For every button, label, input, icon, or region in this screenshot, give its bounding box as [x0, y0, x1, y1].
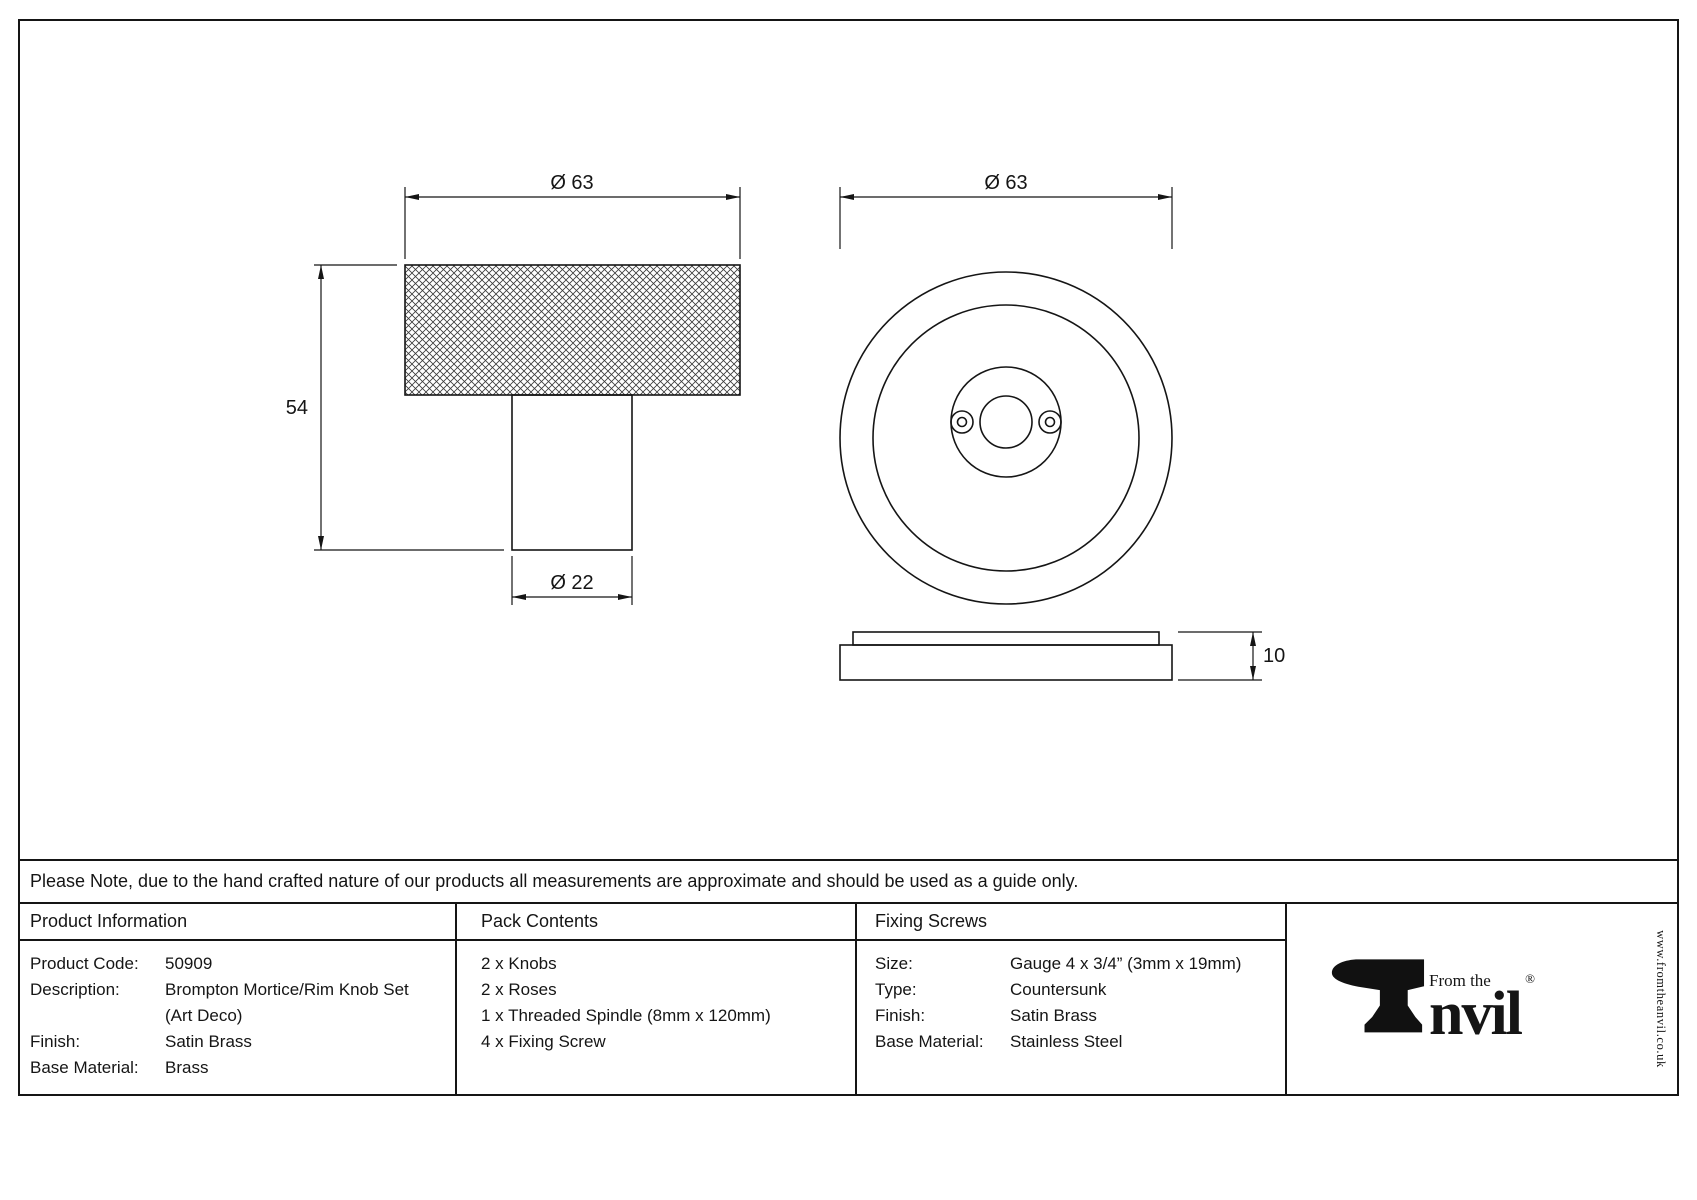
spec-table: Product Information Product Code:50909 D…: [20, 904, 1677, 1094]
product-information-column: Product Information Product Code:50909 D…: [20, 904, 457, 1094]
description-row: Description:Brompton Mortice/Rim Knob Se…: [30, 980, 409, 999]
pack-item: 1 x Threaded Spindle (8mm x 120mm): [481, 1006, 771, 1025]
knob-diameter-label: Ø 63: [550, 172, 593, 194]
screw-type-row: Type:Countersunk: [875, 980, 1107, 999]
rose-front-view: [839, 271, 1173, 605]
logo-brand-text: nvil: [1429, 980, 1523, 1049]
rose-screw-hole-right: [1038, 410, 1062, 434]
product-information-header: Product Information: [20, 904, 455, 941]
pack-contents-column: Pack Contents 2 x Knobs 2 x Roses 1 x Th…: [457, 904, 857, 1094]
brand-logo: From the ® nvil: [1329, 946, 1535, 1049]
pack-item: 2 x Knobs: [481, 954, 557, 973]
knob-side-view: [404, 264, 741, 551]
knob-height-dimension: [314, 264, 504, 551]
drawing-area: Ø 63 54 Ø 22: [20, 21, 1677, 861]
knob-diameter-dimension: [404, 187, 741, 259]
rose-screw-hole-left: [950, 410, 974, 434]
anvil-icon: [1331, 959, 1425, 1033]
spec-sheet: Ø 63 54 Ø 22: [18, 19, 1679, 1096]
base-material-row: Base Material:Brass: [30, 1058, 209, 1077]
product-code-row: Product Code:50909: [30, 954, 213, 973]
rose-side-view: [839, 631, 1173, 681]
rose-side-base: [839, 644, 1173, 681]
screw-base-material-row: Base Material:Stainless Steel: [875, 1032, 1123, 1051]
finish-row: Finish:Satin Brass: [30, 1032, 252, 1051]
website-url: www.fromtheanvil.co.uk: [1654, 930, 1668, 1068]
screw-finish-row: Finish:Satin Brass: [875, 1006, 1097, 1025]
knob-stem-dimension: [511, 556, 633, 605]
rose-diameter-label: Ø 63: [984, 172, 1027, 194]
fixing-screws-header: Fixing Screws: [857, 904, 1285, 941]
rose-side-top: [852, 631, 1160, 646]
fixing-screws-column: Fixing Screws Size:Gauge 4 x 3/4” (3mm x…: [857, 904, 1287, 1094]
screw-size-row: Size:Gauge 4 x 3/4” (3mm x 19mm): [875, 954, 1242, 973]
rose-diameter-dimension: [839, 187, 1173, 249]
technical-drawing: Ø 63 54 Ø 22: [286, 172, 1285, 681]
note-bar: Please Note, due to the hand crafted nat…: [20, 861, 1677, 904]
registered-trademark: ®: [1525, 971, 1535, 987]
knob-stem: [511, 394, 633, 551]
brand-logo-cell: From the ® nvil www.fromtheanvil.co.uk: [1287, 904, 1677, 1094]
note-text: Please Note, due to the hand crafted nat…: [30, 871, 1079, 891]
knob-height-label: 54: [286, 397, 308, 419]
rose-outer-circle: [839, 271, 1173, 605]
pack-item: 2 x Roses: [481, 980, 557, 999]
rose-thickness-dimension: [1178, 631, 1262, 681]
knob-stem-label: Ø 22: [550, 572, 593, 594]
pack-item: 4 x Fixing Screw: [481, 1032, 606, 1051]
rose-boss-circle: [950, 366, 1062, 478]
rose-thickness-label: 10: [1263, 645, 1285, 667]
rose-inner-circle: [872, 304, 1140, 572]
description-row-2: (Art Deco): [165, 1006, 243, 1025]
rose-spindle-hole: [979, 395, 1033, 449]
pack-contents-header: Pack Contents: [457, 904, 855, 941]
knob-knurled-head: [404, 264, 741, 396]
logo-tagline: From the ®: [1429, 971, 1535, 991]
